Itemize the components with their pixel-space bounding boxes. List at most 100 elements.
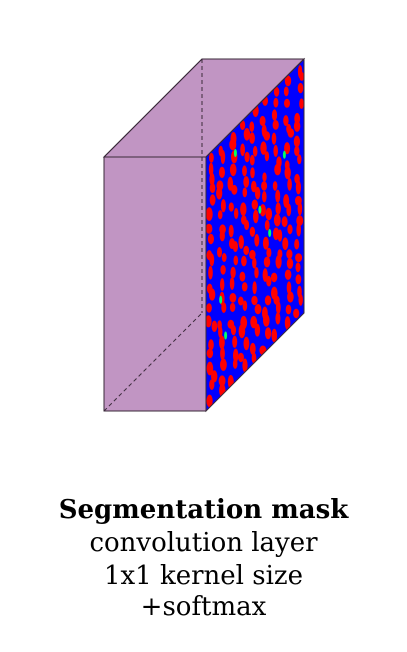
mask-blob bbox=[251, 295, 258, 306]
mask-blob bbox=[299, 71, 304, 81]
mask-blob bbox=[285, 304, 292, 315]
mask-blob bbox=[250, 167, 255, 179]
mask-blob bbox=[229, 138, 237, 151]
mask-blob bbox=[297, 201, 303, 216]
mask-blob bbox=[240, 202, 247, 216]
mask-blob bbox=[286, 203, 292, 217]
mask-blob bbox=[240, 143, 246, 157]
mask-blob bbox=[251, 199, 258, 210]
mask-blob bbox=[239, 271, 246, 282]
mask-blob bbox=[295, 253, 303, 263]
mask-blob bbox=[252, 145, 258, 157]
mask-blob bbox=[260, 141, 267, 155]
mask-blob bbox=[283, 86, 289, 97]
mask-blob bbox=[242, 300, 248, 312]
mask-blob bbox=[287, 224, 293, 235]
mask-blob bbox=[220, 346, 225, 361]
mask-blob bbox=[249, 342, 256, 355]
mask-blob bbox=[262, 172, 267, 182]
mask-blob bbox=[273, 86, 280, 97]
mask-blob bbox=[287, 291, 294, 303]
mask-blob bbox=[250, 315, 258, 329]
mask-blob bbox=[228, 224, 234, 238]
mask-blob bbox=[209, 194, 216, 206]
mask-blob bbox=[262, 268, 268, 282]
mask-blob bbox=[229, 302, 236, 312]
mask-blob bbox=[265, 327, 272, 340]
mask-blob bbox=[298, 293, 303, 306]
mask-blob bbox=[233, 255, 239, 266]
mask-blob bbox=[281, 216, 288, 228]
mask-blob bbox=[266, 275, 272, 287]
mask-blob bbox=[286, 281, 292, 295]
mask-blob bbox=[271, 109, 278, 121]
mask-blob bbox=[271, 132, 277, 145]
caption-line-convolution: convolution layer bbox=[89, 528, 318, 558]
mask-blob bbox=[249, 121, 255, 132]
mask-blob bbox=[244, 151, 250, 163]
caption-title: Segmentation mask bbox=[58, 495, 349, 525]
mask-blob bbox=[295, 262, 301, 273]
edge-top-right bbox=[205, 58, 305, 158]
mask-blob bbox=[242, 358, 248, 373]
mask-blob bbox=[272, 181, 278, 191]
mask-blob bbox=[264, 219, 270, 231]
hidden-edge-diagonal-front bbox=[103, 312, 203, 412]
mask-blob bbox=[231, 184, 238, 195]
mask-blob bbox=[275, 312, 281, 325]
mask-blob bbox=[296, 215, 304, 227]
mask-blob bbox=[284, 75, 292, 87]
mask-blob bbox=[220, 150, 226, 164]
mask-blob bbox=[206, 361, 214, 376]
mask-blob bbox=[228, 202, 234, 212]
mask-blob bbox=[232, 358, 238, 369]
mask-blob bbox=[287, 128, 295, 138]
mask-blob bbox=[284, 166, 291, 180]
mask-blob bbox=[211, 320, 218, 332]
mask-blob bbox=[252, 257, 257, 269]
mask-blob bbox=[243, 176, 250, 188]
mask-blob bbox=[217, 247, 222, 258]
mask-blob bbox=[219, 335, 225, 350]
mask-blob bbox=[273, 227, 280, 241]
mask-blob bbox=[208, 162, 214, 176]
mask-blob bbox=[253, 209, 259, 224]
mask-blob bbox=[221, 253, 227, 262]
mask-blob bbox=[217, 210, 223, 220]
mask-blob bbox=[299, 98, 304, 109]
mask-blob bbox=[209, 172, 215, 186]
mask-blob bbox=[218, 375, 226, 387]
mask-blob bbox=[286, 249, 293, 259]
mask-blob bbox=[241, 255, 247, 267]
mask-blob bbox=[294, 238, 300, 250]
mask-blob bbox=[252, 281, 257, 295]
mask-accent-speck bbox=[268, 229, 272, 237]
mask-blob bbox=[254, 267, 259, 279]
mask-blob bbox=[243, 245, 250, 255]
mask-blob bbox=[218, 325, 223, 338]
mask-blob bbox=[243, 336, 250, 351]
block-front-face bbox=[103, 156, 207, 412]
mask-blob bbox=[230, 325, 237, 336]
mask-blob bbox=[249, 132, 255, 144]
mask-blob bbox=[263, 131, 271, 141]
mask-blob bbox=[273, 144, 279, 157]
mask-blob bbox=[286, 258, 294, 269]
mask-blob bbox=[206, 315, 212, 328]
mask-blob bbox=[242, 165, 247, 177]
mask-blob bbox=[273, 97, 279, 108]
mask-accent-speck bbox=[224, 331, 228, 340]
mask-blob bbox=[293, 308, 300, 319]
mask-blob bbox=[254, 234, 260, 247]
mask-accent-speck bbox=[282, 150, 286, 159]
segmentation-mask-face bbox=[205, 57, 305, 413]
mask-blob bbox=[211, 370, 218, 383]
mask-blob bbox=[275, 301, 281, 314]
mask-blob bbox=[271, 328, 278, 343]
mask-blob bbox=[296, 223, 302, 237]
mask-blob bbox=[232, 241, 238, 253]
mask-blob bbox=[297, 154, 302, 165]
mask-blob bbox=[277, 229, 283, 242]
mask-blob bbox=[274, 163, 281, 176]
mask-blob bbox=[251, 180, 257, 193]
